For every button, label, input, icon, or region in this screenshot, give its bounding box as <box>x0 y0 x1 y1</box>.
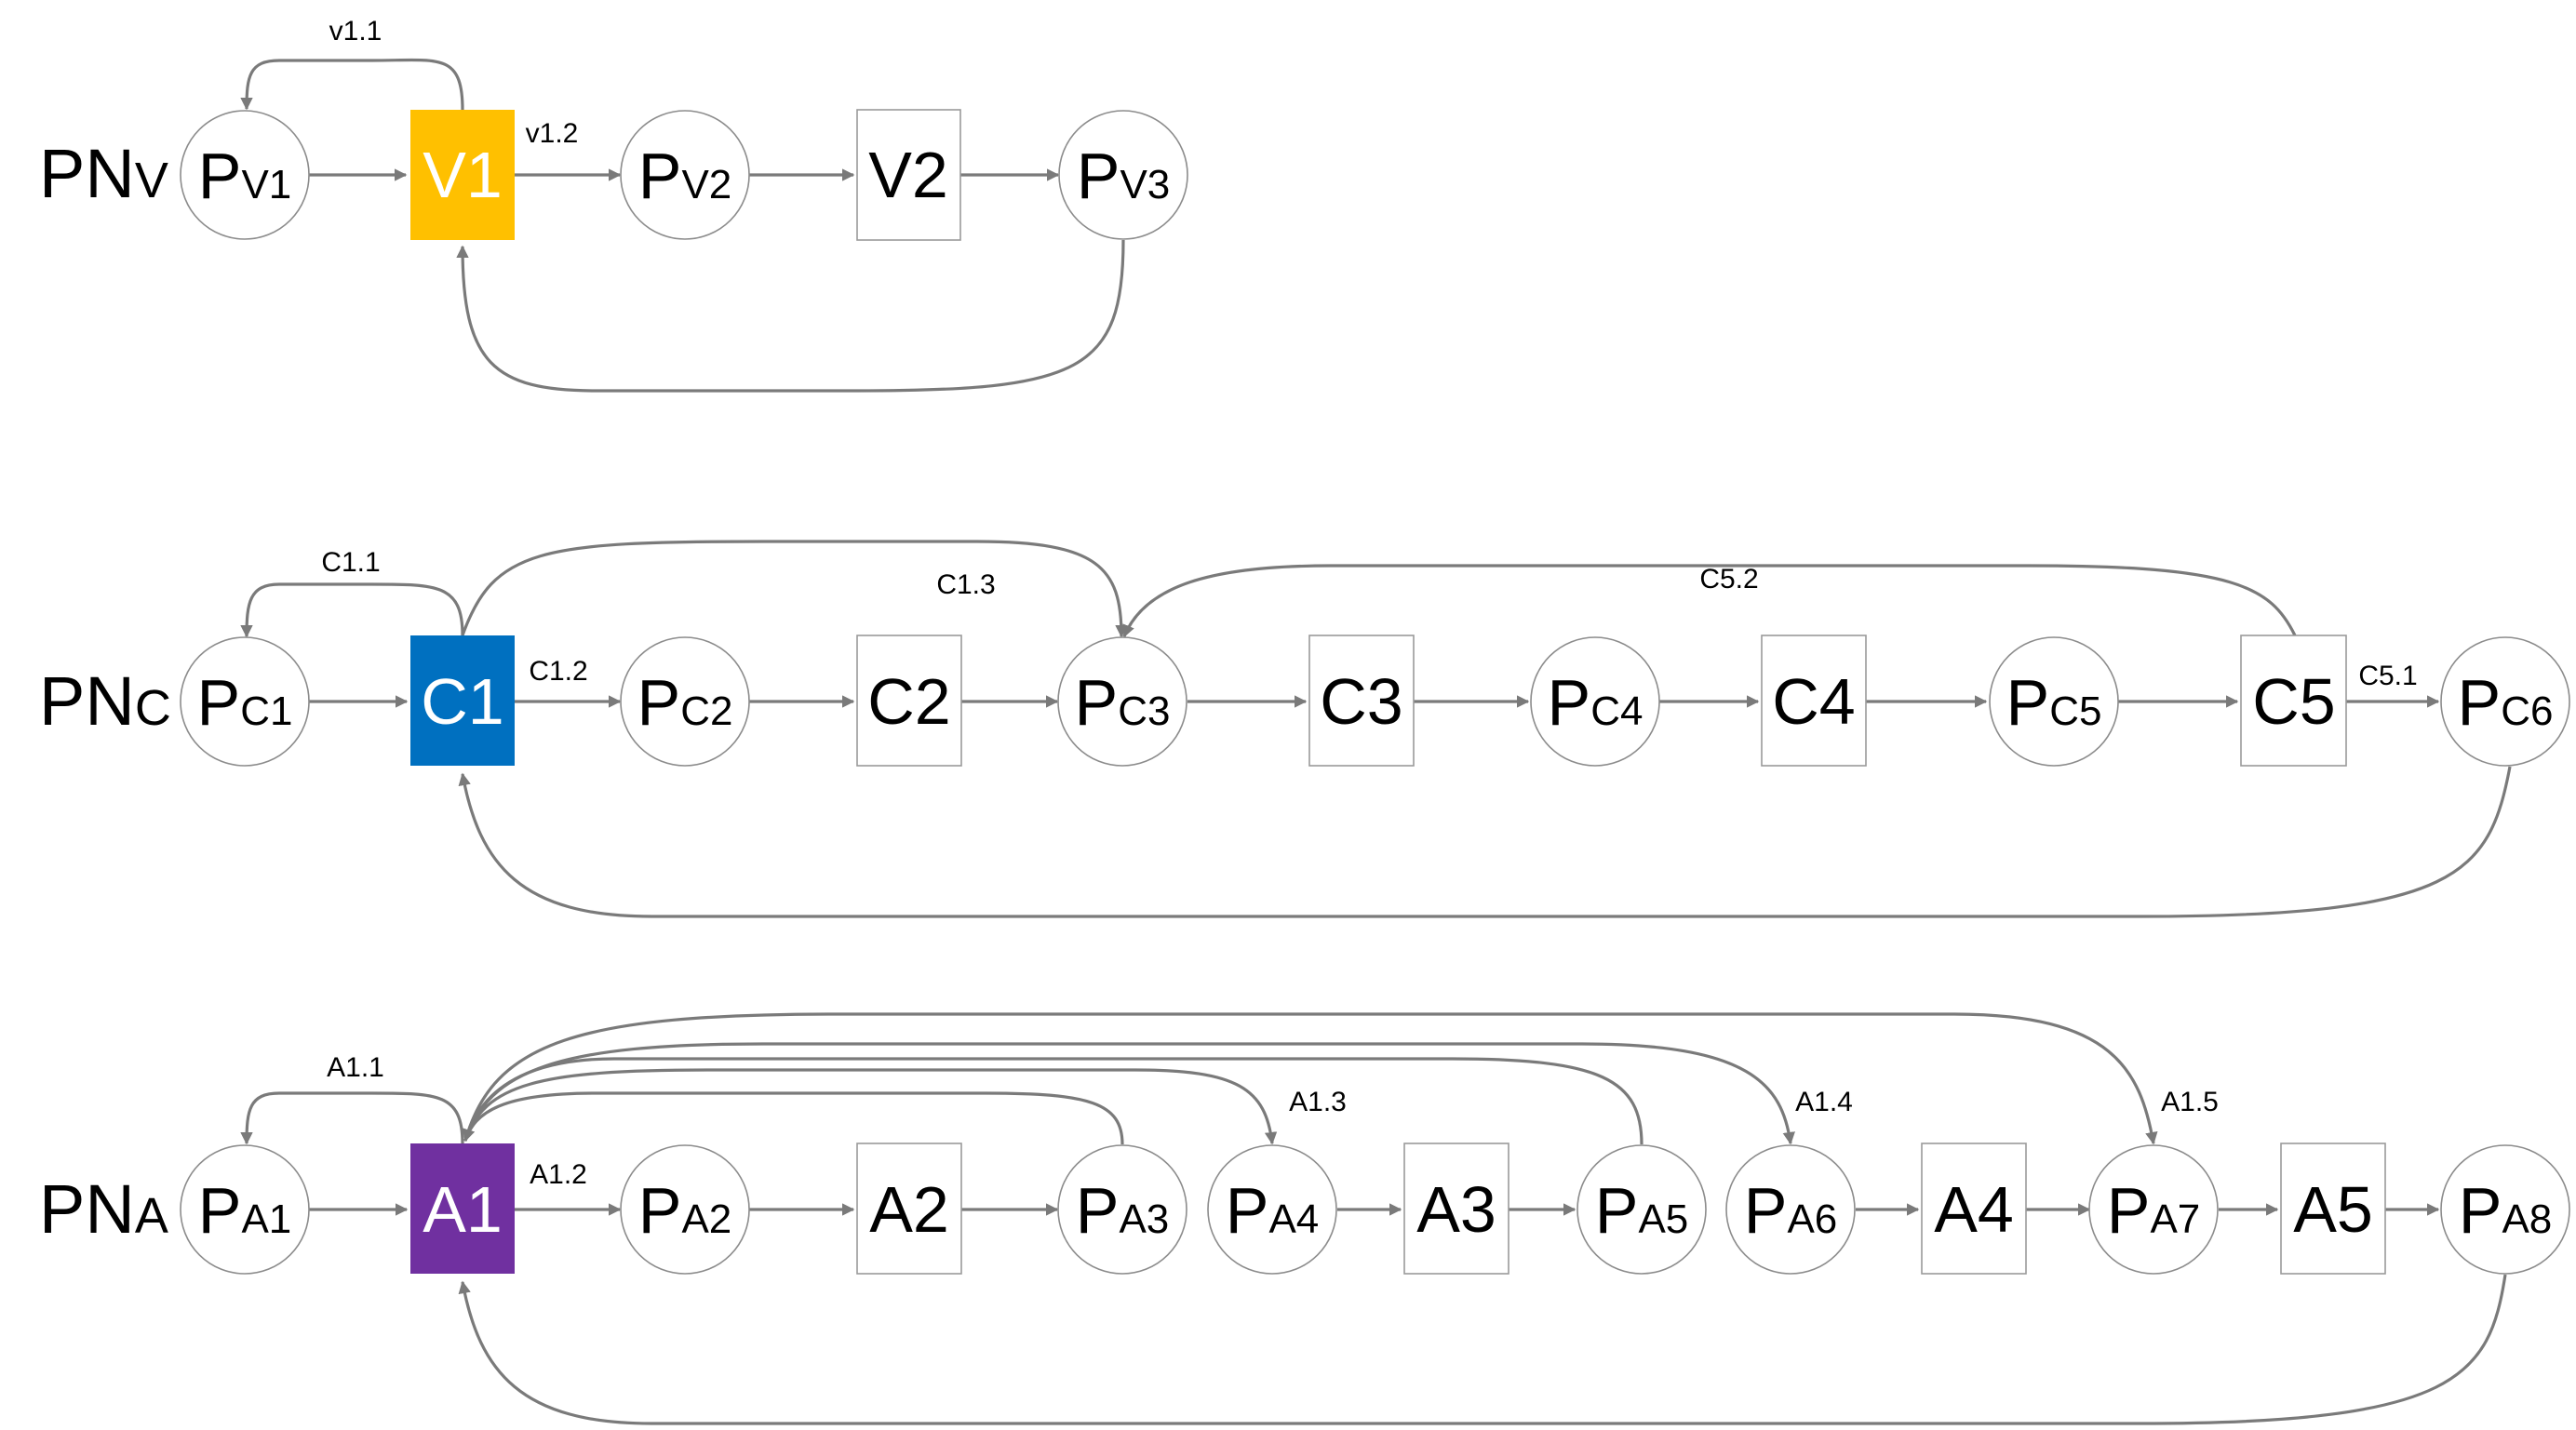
arc-label-a1-3: A1.3 <box>1289 1087 1347 1117</box>
transition-c3[interactable]: C3 <box>1308 635 1415 767</box>
svg-text:PA2: PA2 <box>638 1174 732 1247</box>
edge-a1-pa1 <box>240 1091 464 1145</box>
edge-pa3-a1 <box>463 1091 1124 1145</box>
transition-c4[interactable]: C4 <box>1761 635 1867 767</box>
place-pc6[interactable]: PC6 <box>2440 636 2570 767</box>
edge-c1-pc3 <box>461 540 1128 638</box>
place-pa5[interactable]: PA5 <box>1576 1144 1707 1275</box>
svg-text:PA8: PA8 <box>2459 1174 2553 1247</box>
row-a: PNA PA1 PA2 <box>39 1012 2570 1425</box>
svg-text:C4: C4 <box>1772 665 1855 738</box>
place-pv3[interactable]: PV3 <box>1058 110 1188 240</box>
transition-a5[interactable]: A5 <box>2280 1143 2386 1275</box>
edge-a1-pa6 <box>463 1042 1795 1145</box>
transition-c1[interactable]: C1 <box>410 635 515 766</box>
arc-label-c5-2: C5.2 <box>1699 564 1758 595</box>
place-pa7[interactable]: PA7 <box>2088 1144 2219 1275</box>
arc-label-v1-1: v1.1 <box>329 16 382 47</box>
svg-text:C5: C5 <box>2252 665 2335 738</box>
row-label-v: PNV <box>39 135 168 212</box>
edge-a1-pa4 <box>463 1068 1278 1145</box>
svg-text:PA3: PA3 <box>1076 1174 1170 1247</box>
transition-a2[interactable]: A2 <box>856 1143 962 1275</box>
place-pc3[interactable]: PC3 <box>1057 636 1187 767</box>
place-pc2[interactable]: PC2 <box>620 636 750 767</box>
svg-text:PC4: PC4 <box>1548 666 1644 739</box>
arc-label-c1-2: C1.2 <box>529 656 587 687</box>
edge-c1-pc1 <box>240 582 464 638</box>
row-label-c: PNC <box>39 662 171 740</box>
edge-a1-pa7 <box>463 1012 2158 1145</box>
edge-pa8-a1 <box>458 1274 2507 1425</box>
svg-text:PC3: PC3 <box>1075 666 1171 739</box>
svg-text:PC6: PC6 <box>2458 666 2554 739</box>
svg-text:PA6: PA6 <box>1744 1174 1838 1247</box>
svg-text:C3: C3 <box>1320 665 1402 738</box>
arc-label-a1-5: A1.5 <box>2161 1087 2219 1117</box>
transition-v1[interactable]: V1 <box>410 110 515 240</box>
place-pa2[interactable]: PA2 <box>620 1144 750 1275</box>
place-pc4[interactable]: PC4 <box>1530 636 1660 767</box>
svg-text:PC2: PC2 <box>637 666 733 739</box>
arc-label-c1-3: C1.3 <box>936 569 995 600</box>
place-pa1[interactable]: PA1 <box>180 1144 310 1275</box>
row-v: PNV PV1 PV2 PV3 <box>39 16 1188 393</box>
svg-text:PV2: PV2 <box>638 140 732 212</box>
svg-text:PC5: PC5 <box>2006 666 2102 739</box>
transition-a1[interactable]: A1 <box>410 1143 515 1274</box>
place-pa3[interactable]: PA3 <box>1057 1144 1187 1275</box>
place-pv1[interactable]: PV1 <box>180 110 310 240</box>
svg-text:A2: A2 <box>869 1173 949 1246</box>
arc-label-a1-4: A1.4 <box>1795 1087 1853 1117</box>
arc-label-a1-1: A1.1 <box>327 1052 384 1083</box>
edge-c5-pc3 <box>1122 564 2297 638</box>
svg-text:A3: A3 <box>1416 1173 1496 1246</box>
transition-c2[interactable]: C2 <box>856 635 962 767</box>
svg-text:PA5: PA5 <box>1595 1174 1689 1247</box>
arc-label-a1-2: A1.2 <box>530 1159 587 1190</box>
svg-text:PC1: PC1 <box>197 666 293 739</box>
svg-text:PV1: PV1 <box>198 140 292 212</box>
arc-label-c5-1: C5.1 <box>2358 661 2417 691</box>
row-c: PNC PC1 PC2 <box>39 540 2570 918</box>
place-pa4[interactable]: PA4 <box>1207 1144 1337 1275</box>
transition-a4[interactable]: A4 <box>1921 1143 2027 1275</box>
place-pv2[interactable]: PV2 <box>620 110 750 240</box>
place-pa6[interactable]: PA6 <box>1725 1144 1856 1275</box>
svg-text:A5: A5 <box>2293 1173 2373 1246</box>
edge-pv3-v1 <box>456 239 1125 393</box>
place-pa8[interactable]: PA8 <box>2440 1144 2570 1275</box>
svg-text:PV3: PV3 <box>1077 140 1171 212</box>
svg-text:C1: C1 <box>421 665 503 738</box>
transition-a3[interactable]: A3 <box>1403 1143 1509 1275</box>
row-label-a: PNA <box>39 1170 168 1248</box>
svg-text:PA1: PA1 <box>198 1174 292 1247</box>
svg-text:PA4: PA4 <box>1226 1174 1320 1247</box>
svg-text:PA7: PA7 <box>2107 1174 2201 1247</box>
arc-label-v1-2: v1.2 <box>526 118 579 149</box>
edge-v1-pv1 <box>240 58 464 111</box>
arc-label-c1-1: C1.1 <box>321 547 380 578</box>
place-pc1[interactable]: PC1 <box>180 636 310 767</box>
svg-text:C2: C2 <box>867 665 950 738</box>
svg-text:A4: A4 <box>1934 1173 2014 1246</box>
transition-v2[interactable]: V2 <box>856 109 961 241</box>
transition-c5[interactable]: C5 <box>2240 635 2347 767</box>
place-pc5[interactable]: PC5 <box>1989 636 2119 767</box>
svg-text:V1: V1 <box>423 139 503 211</box>
svg-text:V2: V2 <box>868 139 948 211</box>
svg-text:A1: A1 <box>423 1173 503 1246</box>
edge-pc6-c1 <box>458 766 2512 918</box>
